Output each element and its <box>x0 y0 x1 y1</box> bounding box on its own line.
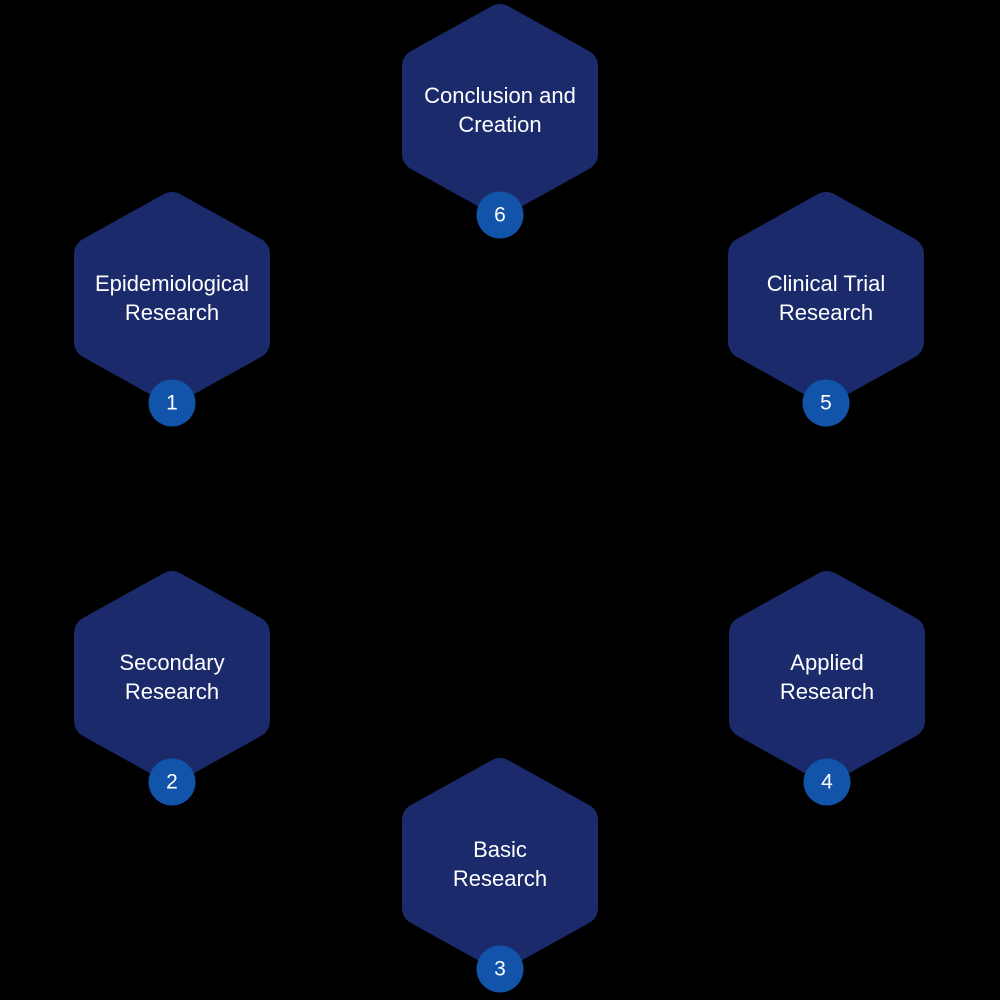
hex-step-label-line2: Creation <box>458 112 542 137</box>
hex-step-label-line1: Conclusion and <box>424 83 576 108</box>
hex-step-conclusion-and-creation: Conclusion and Creation 6 <box>402 4 598 239</box>
hex-step-clinical-trial-research: Clinical Trial Research 5 <box>728 192 924 427</box>
hex-step-number: 4 <box>821 770 833 793</box>
hex-step-basic-research: Basic Research 3 <box>402 758 598 993</box>
hex-step-number: 1 <box>166 391 178 414</box>
hex-step-applied-research: Applied Research 4 <box>729 571 925 806</box>
hex-step-label: Epidemiological Research <box>77 269 267 327</box>
hex-step-number-badge: 1 <box>148 379 196 427</box>
hex-step-label-line1: Clinical Trial <box>766 271 886 296</box>
hex-step-label-line2: Research <box>124 300 220 325</box>
hex-step-label: Conclusion and Creation <box>405 81 595 139</box>
hex-step-label: Clinical Trial Research <box>731 269 921 327</box>
hex-step-secondary-research: Secondary Research 2 <box>74 571 270 806</box>
hex-step-number: 2 <box>166 770 178 793</box>
hex-step-label: Basic Research <box>405 835 595 893</box>
hex-step-label: Applied Research <box>732 648 922 706</box>
hex-step-label-line1: Basic <box>473 837 527 862</box>
hex-step-number-badge: 2 <box>148 758 196 806</box>
hex-step-number: 5 <box>820 391 832 414</box>
hex-step-number-badge: 6 <box>476 191 524 239</box>
hex-step-label-line2: Research <box>124 679 220 704</box>
hex-step-number-badge: 4 <box>803 758 851 806</box>
hex-step-number: 6 <box>494 203 506 226</box>
hex-step-number-badge: 5 <box>802 379 850 427</box>
hex-step-label: Secondary Research <box>77 648 267 706</box>
hex-step-label-line2: Research <box>778 300 874 325</box>
hex-step-number: 3 <box>494 957 506 980</box>
hex-step-label-line2: Research <box>779 679 875 704</box>
hex-step-label-line1: Secondary <box>119 650 225 675</box>
hex-step-label-line1: Applied <box>790 650 864 675</box>
hex-step-epidemiological-research: Epidemiological Research 1 <box>74 192 270 427</box>
hex-step-number-badge: 3 <box>476 945 524 993</box>
hex-step-label-line2: Research <box>452 866 548 891</box>
hex-step-label-line1: Epidemiological <box>94 271 250 296</box>
